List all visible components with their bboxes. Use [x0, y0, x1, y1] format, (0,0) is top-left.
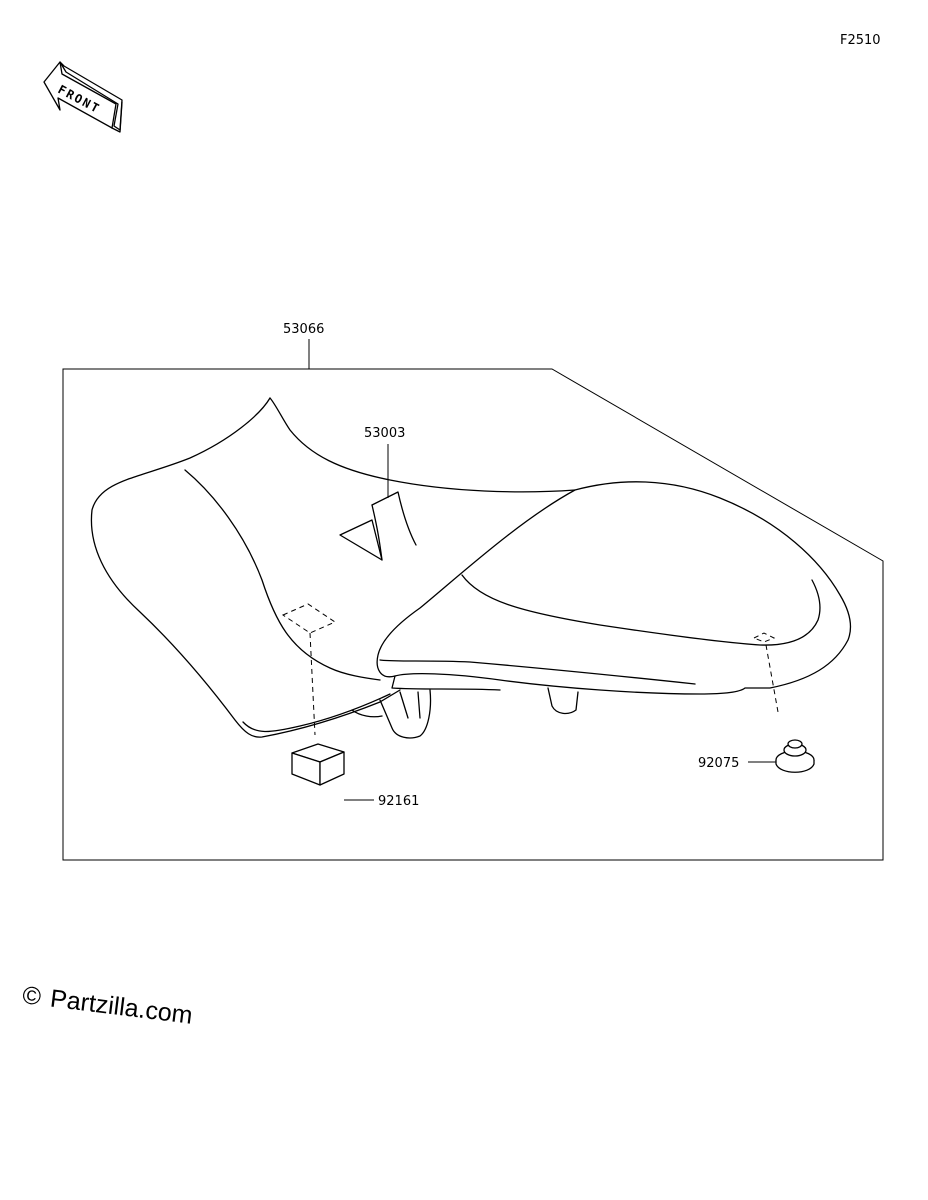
damper-block-92161 — [291, 743, 345, 786]
figure-code: F2510 — [840, 33, 881, 48]
partzilla-watermark: © Partzilla.com — [21, 981, 194, 1030]
seat-illustration — [90, 397, 852, 739]
part-number-92075: 92075 — [698, 756, 739, 771]
assembly-boundary — [62, 368, 884, 861]
part-number-53003: 53003 — [364, 426, 405, 441]
watermark-text: Partzilla.com — [49, 985, 194, 1030]
part-number-92161: 92161 — [378, 794, 419, 809]
copyright-symbol: © — [21, 981, 43, 1011]
front-arrow-icon: FRONT — [43, 61, 123, 133]
grommet-92075 — [775, 739, 815, 773]
part-number-53066: 53066 — [283, 322, 324, 337]
